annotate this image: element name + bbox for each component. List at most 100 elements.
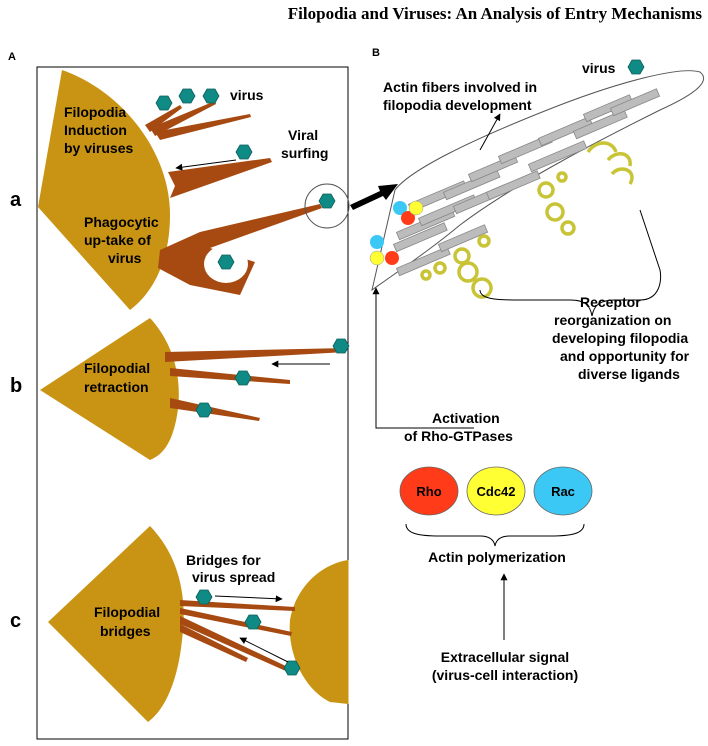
rac-dot xyxy=(370,235,384,249)
virus-icon xyxy=(318,193,336,209)
virus-icon xyxy=(332,338,350,354)
label-signal-1: Extracellular signal xyxy=(441,649,569,665)
bridge-arrow-in xyxy=(239,637,289,663)
receptor-ring xyxy=(545,202,565,222)
cdc42-ellipse xyxy=(466,466,526,516)
rho-label: Rho xyxy=(416,484,441,499)
virus-icon xyxy=(627,59,645,75)
label-receptor-5: diverse ligands xyxy=(578,366,680,382)
receptor-coil xyxy=(586,141,634,185)
actin-fiber xyxy=(537,116,593,147)
receptor-ring xyxy=(537,181,555,199)
receptor-ring xyxy=(477,234,491,248)
row-c-label: c xyxy=(10,610,21,632)
actin-fibers xyxy=(392,88,661,277)
label-bridges-2: bridges xyxy=(100,623,151,639)
panel-a-label: A xyxy=(8,51,16,63)
label-bridges-1: Filopodial xyxy=(94,604,160,620)
rho-dot xyxy=(401,211,415,225)
filopodium-outline xyxy=(371,70,705,292)
receptor-ring xyxy=(453,247,471,265)
filopodium-bridge xyxy=(180,608,292,636)
label-induction-3: by viruses xyxy=(64,140,133,156)
label-phagocytic-3: virus xyxy=(108,250,142,266)
gtpase-row: Rho Cdc42 Rac xyxy=(399,466,593,516)
virus-icon xyxy=(234,370,252,386)
label-receptor-1b: Receptor xyxy=(580,294,641,310)
rho-ellipse xyxy=(399,466,459,516)
filopodium xyxy=(170,368,290,384)
zoom-circle xyxy=(304,183,350,229)
label-surfing-2: surfing xyxy=(281,145,328,161)
cdc42-label: Cdc42 xyxy=(476,484,515,499)
actin-fiber xyxy=(572,109,628,140)
rho-dot xyxy=(385,251,399,265)
receptor-ring xyxy=(420,269,432,281)
virus-icon xyxy=(235,144,253,160)
receptor-brace xyxy=(479,209,662,317)
virus-icon xyxy=(202,88,220,104)
label-induction-1: Filopodia xyxy=(64,104,126,120)
virus-icon xyxy=(155,95,173,111)
label-activation-1: Activation xyxy=(432,410,500,426)
actin-fiber xyxy=(437,224,489,253)
virus-label-a: virus xyxy=(230,87,264,103)
cell-c-right xyxy=(289,560,348,704)
virus-icon xyxy=(195,589,213,605)
label-actin-2: filopodia development xyxy=(383,97,532,113)
actin-fiber xyxy=(395,246,451,277)
virus-icon xyxy=(283,660,301,676)
filopodium xyxy=(150,101,216,136)
cell-a xyxy=(38,70,170,310)
filopodium xyxy=(170,398,260,421)
label-phagocytic-1: Phagocytic xyxy=(84,214,159,230)
surfing-arrow xyxy=(175,159,237,171)
filopodium-bridge xyxy=(180,616,290,672)
cdc42-dot xyxy=(369,250,385,266)
virus-label-b: virus xyxy=(582,60,616,76)
page-title: Filopodia and Viruses: An Analysis of En… xyxy=(287,4,702,23)
label-activation-2: of Rho-GTPases xyxy=(404,428,513,444)
label-retraction-2: retraction xyxy=(84,379,149,395)
label-induction-2: Induction xyxy=(64,122,127,138)
cell-b xyxy=(40,318,179,460)
label-bridges-title-2: virus spread xyxy=(192,569,275,585)
receptor-ring xyxy=(556,171,568,183)
panel-b-label: B xyxy=(372,47,380,59)
receptor-ring xyxy=(471,277,493,299)
actin-fiber xyxy=(485,170,541,201)
label-actin-1: Actin fibers involved in xyxy=(383,79,537,95)
rac-ellipse xyxy=(533,466,593,516)
receptor-ring xyxy=(560,220,576,236)
label-phagocytic-2: up-take of xyxy=(84,232,151,248)
label-signal-2: (virus-cell interaction) xyxy=(432,667,578,683)
zoom-arrow xyxy=(350,184,398,210)
rac-dot xyxy=(393,201,407,215)
filopodium xyxy=(165,348,346,362)
gtpase-brace xyxy=(405,523,585,547)
label-receptor-4: and opportunity for xyxy=(560,348,690,364)
receptor-ring xyxy=(433,261,447,275)
virus-icon xyxy=(217,254,235,270)
label-receptor-3: developing filopodia xyxy=(552,330,688,346)
actin-fiber xyxy=(527,140,588,173)
actin-fiber xyxy=(582,94,634,123)
label-surfing-1: Viral xyxy=(288,127,318,143)
actin-fiber xyxy=(392,222,448,253)
actin-arrow xyxy=(479,113,501,151)
receptor-ring xyxy=(457,261,479,283)
actin-fiber xyxy=(609,88,661,117)
phagocytic-cup xyxy=(158,204,322,295)
filopodium xyxy=(145,105,182,132)
row-a-label: a xyxy=(10,189,22,211)
label-polymerization: Actin polymerization xyxy=(428,549,566,565)
virus-icon xyxy=(195,402,213,418)
virus-icon xyxy=(178,88,196,104)
label-bridges-title-1: Bridges for xyxy=(186,552,261,568)
panel-a-frame xyxy=(36,66,349,740)
label-retraction-1: Filopodial xyxy=(84,360,150,376)
actin-fiber xyxy=(442,169,501,201)
virus-icon xyxy=(244,614,262,630)
receptors xyxy=(420,141,634,299)
